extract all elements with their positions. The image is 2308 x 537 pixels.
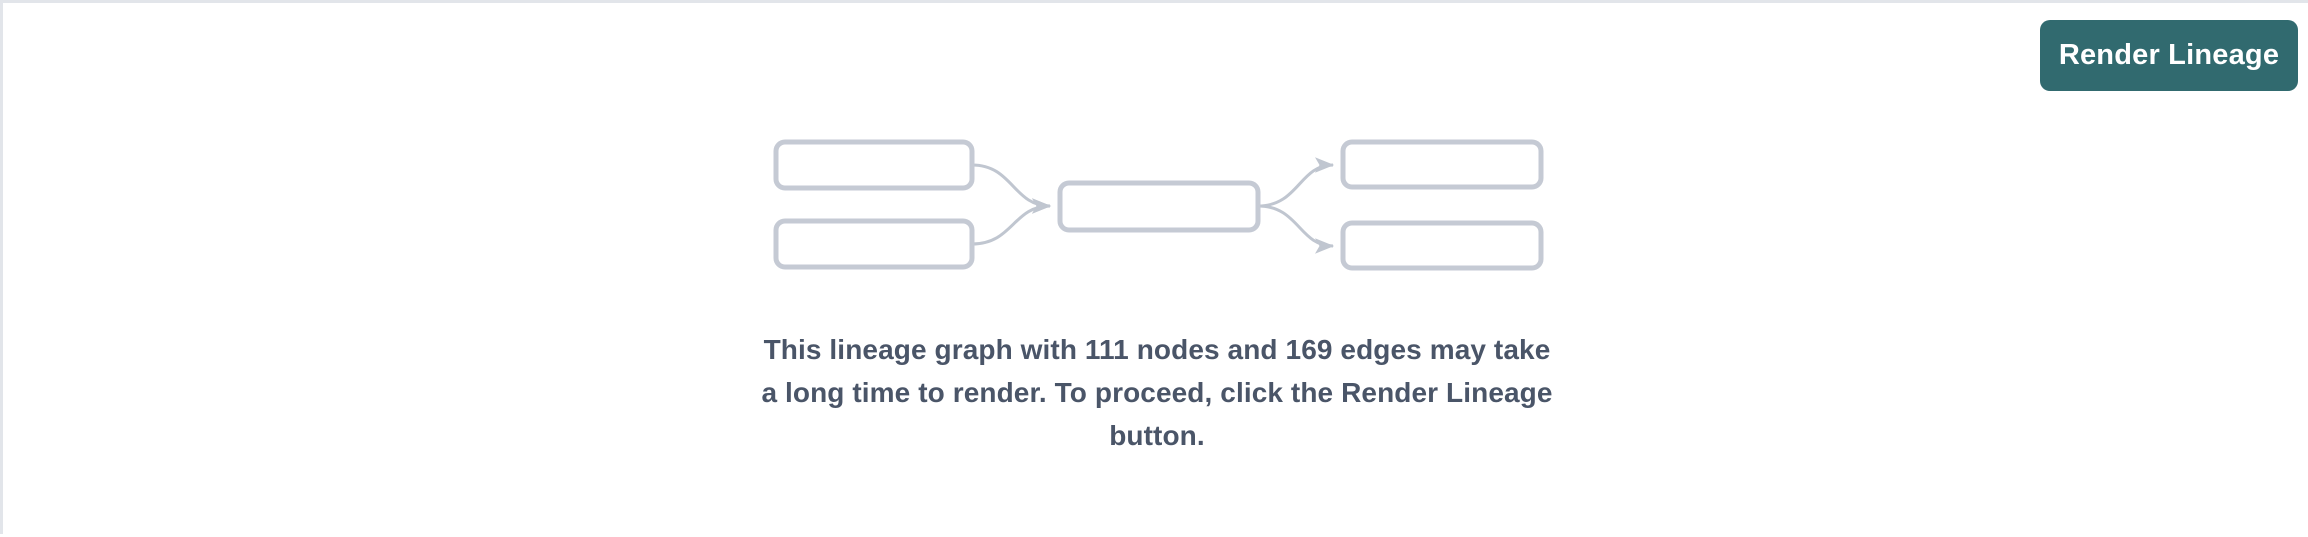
warning-line-1: This lineage graph with 111 nodes and 16… [763, 334, 1551, 365]
lineage-node-downstream-1 [1340, 139, 1544, 190]
lineage-node-upstream-1 [773, 139, 975, 191]
edge-focus-to-downstream-2 [1257, 204, 1335, 254]
lineage-node-upstream-2 [773, 218, 975, 270]
warning-line-2: a long time to render. To proceed, click… [761, 377, 1553, 408]
lineage-node-focus [1057, 180, 1261, 233]
lineage-node-downstream-2 [1340, 220, 1544, 271]
lineage-warning-message: This lineage graph with 111 nodes and 16… [757, 328, 1557, 457]
warning-line-3: button. [1109, 420, 1205, 451]
edge-focus-to-downstream-1 [1257, 157, 1335, 208]
render-lineage-button[interactable]: Render Lineage [2040, 20, 2298, 91]
edge-upstream-2-to-focus [971, 198, 1052, 246]
edge-upstream-1-to-focus [971, 163, 1052, 214]
